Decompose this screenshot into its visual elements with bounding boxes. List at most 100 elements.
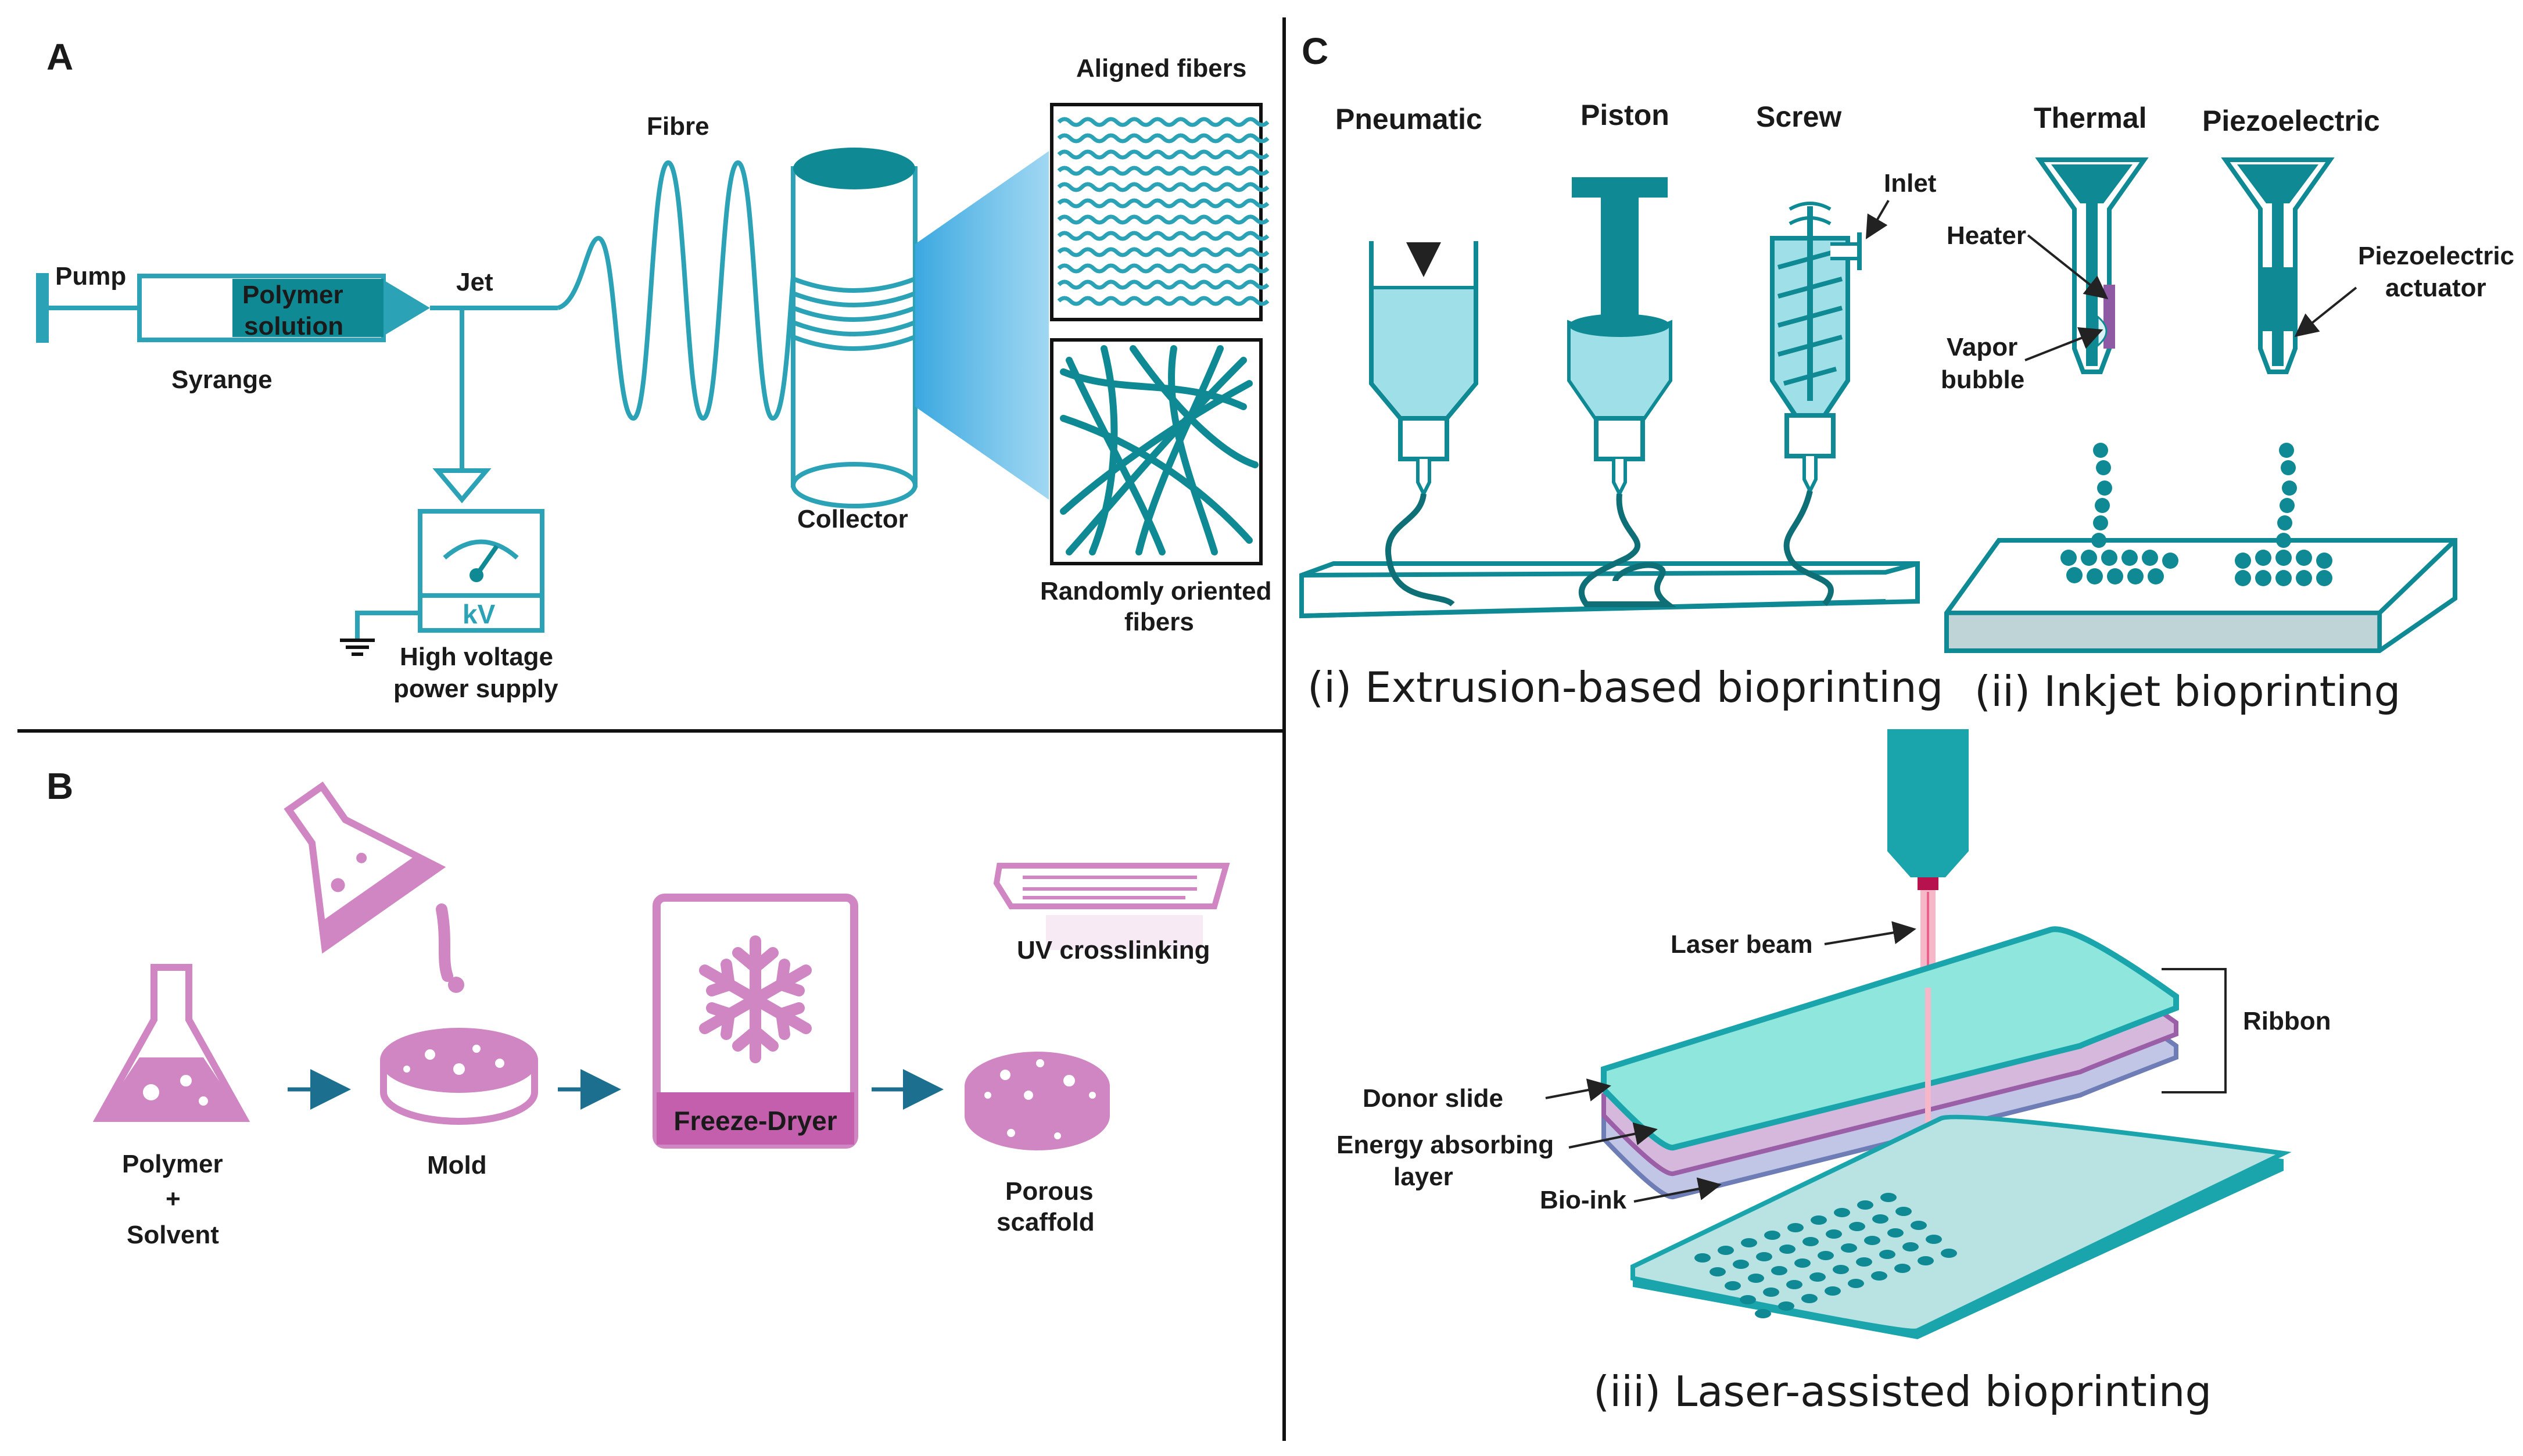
pneumatic-head [1369, 241, 1478, 607]
printed-dot [1841, 1243, 1857, 1253]
printed-dot [1849, 1222, 1865, 1231]
label-donor-slide: Donor slide [1363, 1084, 1503, 1113]
printed-dot-grid [1694, 1193, 1957, 1318]
piezo-head [2221, 157, 2335, 374]
aligned-fiber-wave [1057, 214, 1270, 225]
label-pump: Pump [55, 262, 126, 291]
label-screw: Screw [1756, 101, 1841, 133]
label-porous-2: scaffold [997, 1208, 1095, 1236]
aligned-fiber-wave [1057, 198, 1270, 209]
printed-dot [1926, 1235, 1942, 1244]
label-freeze-dryer: Freeze-Dryer [673, 1106, 837, 1136]
printed-dot [1740, 1295, 1756, 1304]
snowflake-icon [699, 935, 812, 1063]
printed-dot [1801, 1294, 1818, 1303]
collector-drum [791, 148, 918, 508]
label-energy-2: layer [1393, 1163, 1453, 1191]
printed-dot [1911, 1221, 1927, 1230]
label-piston: Piston [1581, 99, 1669, 131]
label-piezo-act-2: actuator [2385, 274, 2486, 302]
label-solution: solution [244, 312, 343, 340]
printed-dot [1771, 1266, 1787, 1275]
label-random-1: Randomly oriented [1040, 577, 1272, 605]
panel-b: B Polymer + Solvent [46, 765, 1230, 1249]
uv-device-icon [993, 863, 1230, 950]
printed-dot [1834, 1208, 1850, 1217]
printed-dot [1871, 1271, 1887, 1281]
aligned-fiber-wave [1057, 231, 1270, 241]
label-porous-1: Porous [1005, 1177, 1094, 1206]
label-bioink: Bio-ink [1540, 1186, 1627, 1214]
label-kv: kV [463, 599, 496, 629]
printed-dot [1763, 1288, 1779, 1297]
label-inlet: Inlet [1884, 169, 1937, 198]
panel-c: C Pneumatic Piston Screw [1299, 30, 2514, 1416]
printed-dot [1794, 1258, 1811, 1268]
voltage-arrow [432, 468, 492, 504]
printed-dot [1733, 1260, 1749, 1269]
label-vapor-1: Vapor [1947, 333, 2017, 361]
printed-dot [1887, 1228, 1904, 1238]
label-hv-2: power supply [393, 675, 558, 703]
printed-dot [1748, 1274, 1764, 1283]
label-fibre: Fibre [647, 112, 709, 141]
label-thermal: Thermal [2034, 102, 2147, 134]
label-uv: UV crosslinking [1017, 936, 1210, 964]
aligned-fiber-wave [1057, 166, 1270, 176]
label-piezo-act-1: Piezoelectric [2358, 242, 2514, 270]
panel-a-letter: A [46, 36, 73, 78]
polymer-solution-fill [232, 279, 384, 337]
printed-dot [1811, 1215, 1827, 1225]
printed-dot [1809, 1272, 1826, 1282]
aligned-fiber-wave [1057, 149, 1270, 160]
label-jet: Jet [456, 268, 493, 296]
label-plus: + [166, 1185, 181, 1213]
pouring-flask-icon [284, 781, 446, 954]
printed-dot [1848, 1279, 1864, 1288]
printed-dot [1941, 1249, 1957, 1258]
plunger-thumb [36, 273, 49, 343]
freeze-dryer-icon [653, 894, 858, 1149]
printed-dot [1786, 1280, 1802, 1289]
printed-dot [1764, 1231, 1780, 1240]
printed-dot [1902, 1242, 1919, 1251]
label-hv-1: High voltage [400, 643, 553, 671]
fibre-spiral [557, 160, 804, 421]
panel-c-letter: C [1302, 30, 1328, 72]
aligned-fiber-wave [1057, 117, 1270, 127]
printed-dot [1718, 1246, 1734, 1255]
printed-dot [1779, 1245, 1796, 1254]
screw-head [1770, 202, 1862, 607]
label-polymer-b: Polymer [122, 1150, 223, 1178]
label-laser-beam: Laser beam [1671, 930, 1813, 959]
printed-dot [1879, 1250, 1895, 1259]
syringe-tip [384, 280, 430, 336]
label-syrange: Syrange [171, 365, 273, 394]
aligned-fiber-wave [1057, 279, 1270, 290]
mold-dish-icon [380, 1028, 538, 1125]
label-ribbon: Ribbon [2243, 1007, 2331, 1035]
printed-dot [1802, 1237, 1819, 1246]
printed-dot [1833, 1265, 1849, 1274]
porous-scaffold-icon [965, 1052, 1110, 1150]
printed-dot [1826, 1229, 1842, 1239]
printed-dot [1864, 1236, 1880, 1245]
printed-dot [1825, 1286, 1841, 1296]
pour-stream [436, 903, 453, 982]
printed-dot [1856, 1257, 1872, 1267]
piston-head [1567, 177, 1676, 607]
inlet-arrow [1865, 199, 1890, 239]
printed-dot [1787, 1223, 1804, 1232]
printed-dot [1895, 1207, 1912, 1216]
label-polymer: Polymer [242, 281, 343, 309]
ribbon-bracket [2162, 968, 2227, 1093]
aligned-fiber-wave [1057, 133, 1270, 144]
polymer-flask-icon [92, 964, 250, 1122]
printed-dot [1741, 1238, 1757, 1247]
printed-dot [1756, 1252, 1772, 1261]
voltmeter: kV [418, 509, 544, 633]
aligned-fiber-wave [1057, 263, 1270, 274]
printed-dot [1725, 1281, 1741, 1290]
inkjet-droplets [2060, 443, 2332, 586]
panel-b-letter: B [46, 765, 73, 807]
